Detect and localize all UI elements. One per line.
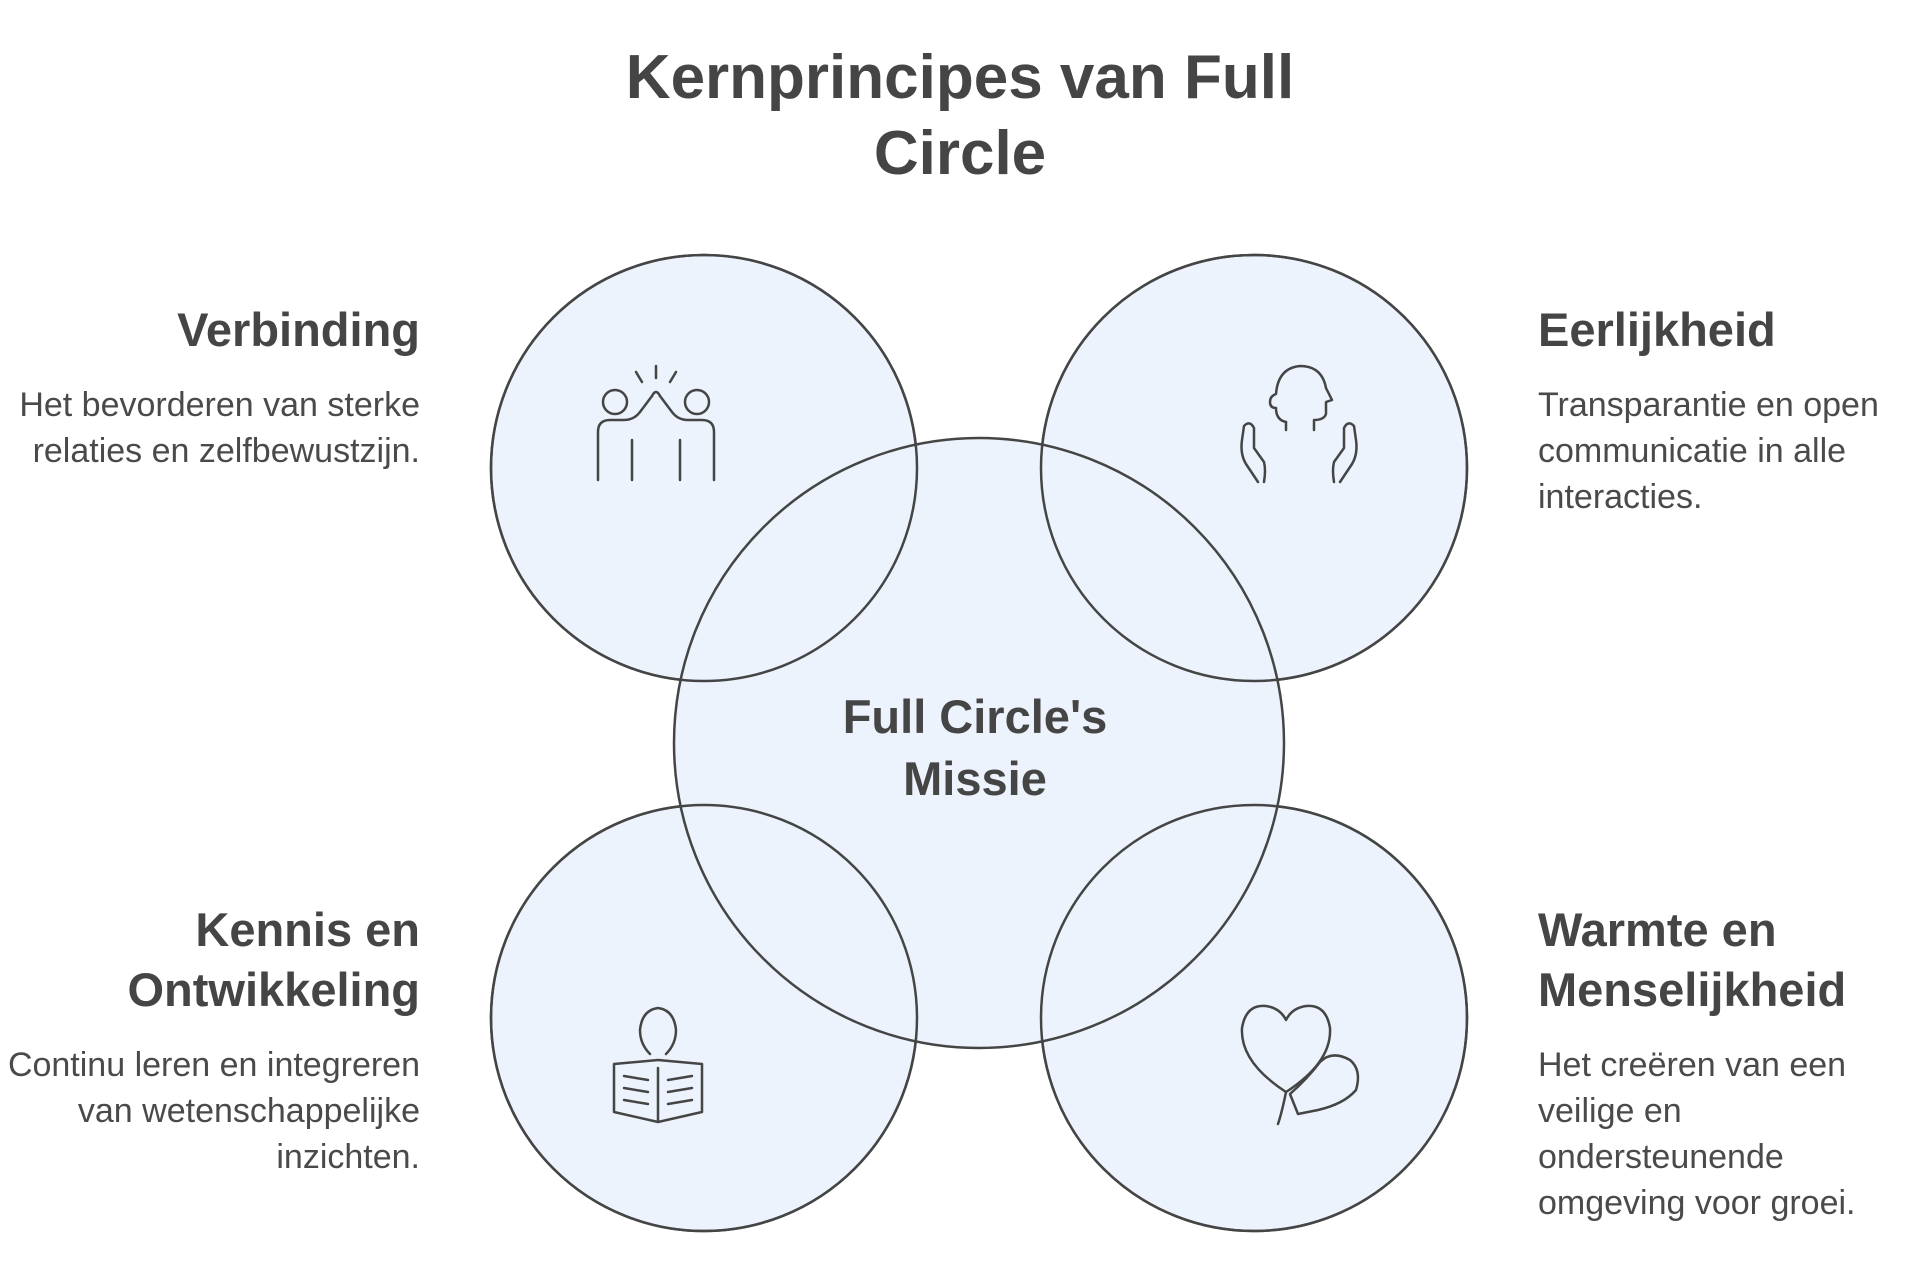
principle-eerlijkheid: Eerlijkheid Transparantie en open commun… [1538, 300, 1918, 520]
principle-heading: Verbinding [177, 303, 420, 356]
principle-description: Continu leren en integreren van wetensch… [7, 1046, 420, 1176]
high-five-icon [596, 364, 716, 482]
principle-verbinding: Verbinding Het bevorderen van sterke rel… [0, 300, 420, 474]
principle-heading: Warmte en Menselijkheid [1538, 903, 1847, 1016]
principle-description: Het bevorderen van sterke relaties en ze… [19, 386, 420, 470]
principle-heading: Kennis en Ontwikkeling [127, 903, 421, 1016]
principle-description: Transparantie en open communicatie in al… [1538, 386, 1879, 516]
diagram-title: Kernprincipes van Full Circle [625, 43, 1295, 188]
reading-book-icon [612, 1006, 704, 1124]
person-hands-icon [1240, 364, 1358, 484]
principle-kennis: Kennis en Ontwikkeling Continu leren en … [0, 900, 420, 1180]
center-label-line2: Missie [903, 752, 1047, 805]
circle-center [672, 436, 1286, 1050]
principle-description: Het creëren van een veilige en ondersteu… [1538, 1046, 1856, 1222]
center-label-line1: Full Circle's [842, 690, 1108, 743]
hearts-icon [1240, 1004, 1360, 1126]
principle-heading: Eerlijkheid [1538, 303, 1776, 356]
center-label: Full Circle's Missie [815, 686, 1135, 810]
principle-warmte: Warmte en Menselijkheid Het creëren van … [1538, 900, 1918, 1226]
